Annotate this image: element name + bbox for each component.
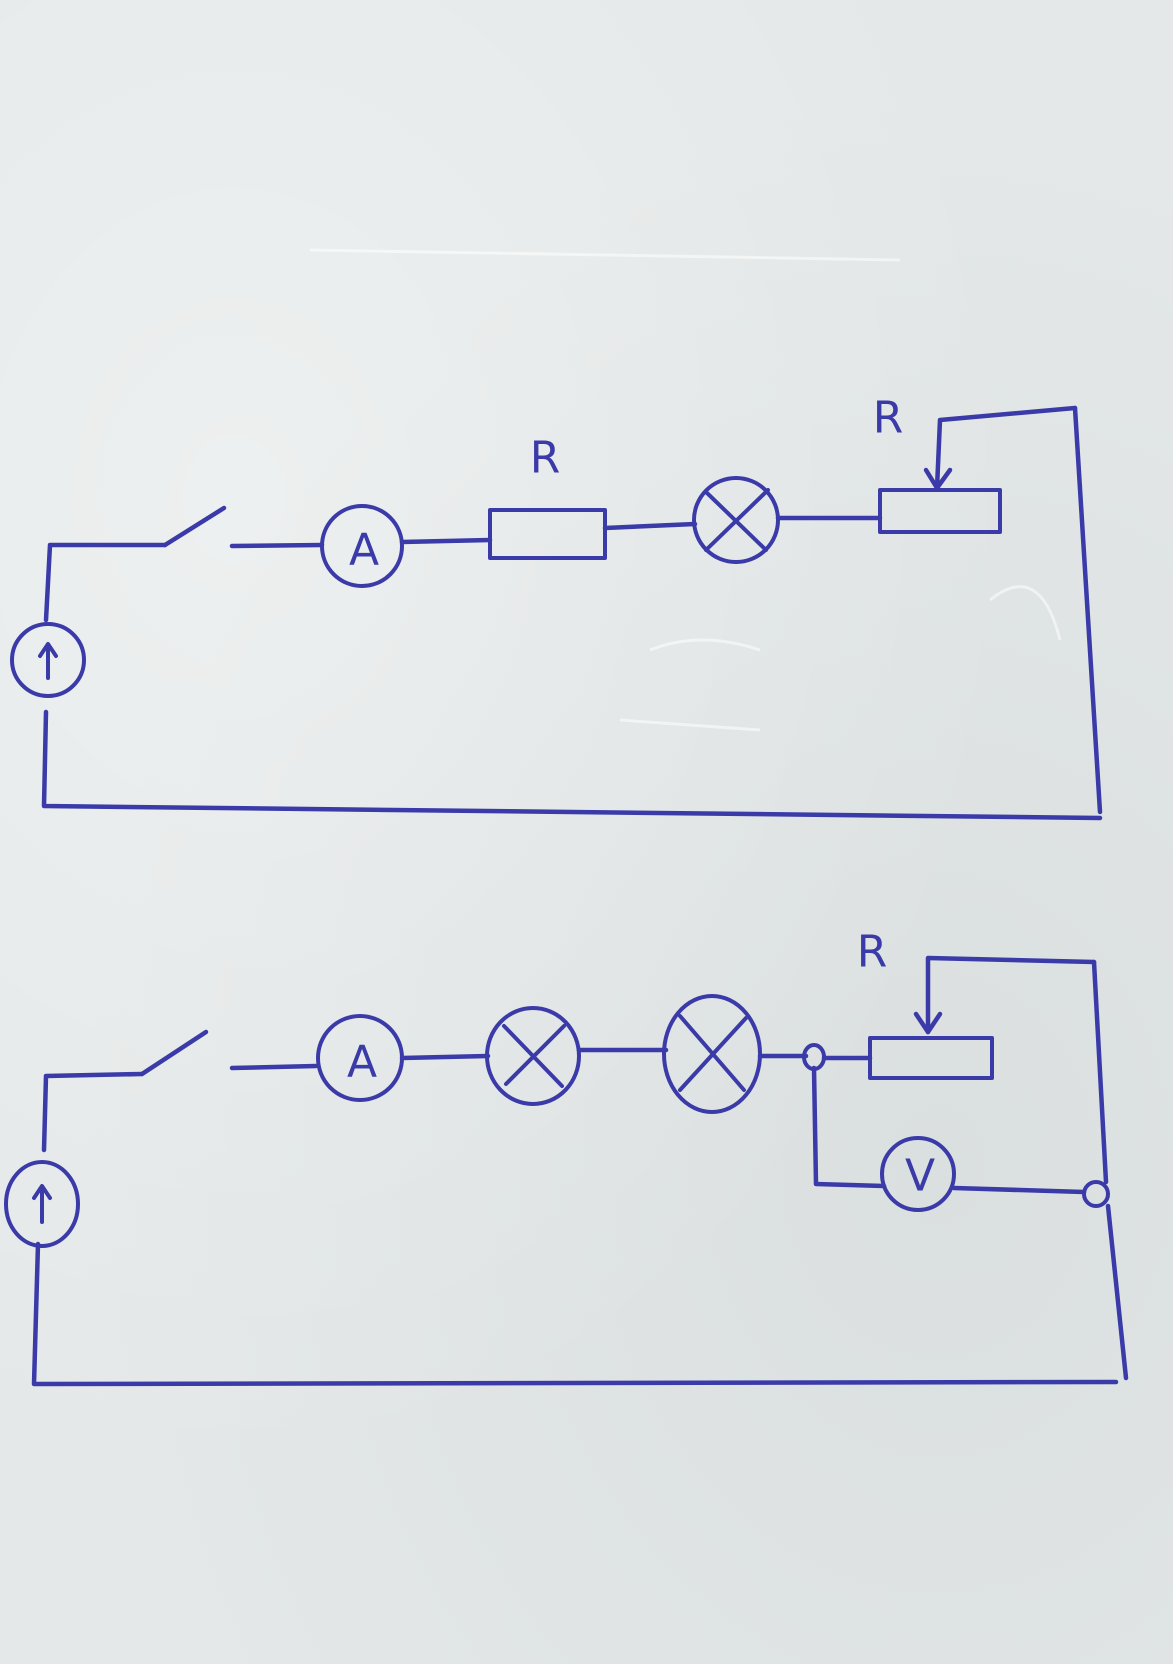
wire-bottom-left-upper [41,1071,145,1153]
rheostat-bottom-arrow-head [913,1011,943,1035]
ammeter-bottom-label: A [347,1037,377,1088]
wire-bottom-voltmeter-left [811,1065,887,1189]
wire-top-resistor-lamp [602,521,698,531]
wire-bottom-right [1091,959,1129,1381]
wire-bottom-voltmeter-right [951,1185,1087,1195]
voltmeter-bottom [880,1136,956,1212]
voltmeter-bottom-label: V [905,1151,935,1202]
wire-top-left-upper [43,542,168,623]
switch-bottom [139,1029,209,1077]
wire-top-ammeter-resistor [399,537,493,545]
resistor-top-label: R [530,433,561,484]
lamp-bottom-2 [662,994,762,1114]
wire-top-right [1072,405,1103,815]
wire-bottom-switch-ammeter [229,1063,319,1071]
rheostat-top [878,488,1002,534]
rheostat-bottom [868,1036,994,1080]
rheostat-top-arrow-head [923,467,953,491]
rheostat-top-label: R [873,393,904,444]
lamp-bottom-1 [485,1006,581,1106]
paper-emboss-marks [309,248,1062,732]
wire-top-bottom [41,709,1103,821]
source-bottom [4,1160,80,1248]
ammeter-top [320,504,404,588]
switch-top [162,505,227,548]
rheostat-bottom-label: R [857,927,888,978]
rheostat-bottom-slider [925,955,1097,1035]
ammeter-top-label: A [349,525,379,576]
resistor-top [488,508,607,560]
junction-bottom-right [1082,1180,1110,1208]
circuit-top: A R R [10,393,1103,821]
source-top [10,622,86,698]
wire-bottom-ammeter-lamp1 [399,1053,491,1061]
wire-bottom-bottom [31,1241,1119,1387]
wire-top-switch-ammeter [229,542,325,549]
lamp-top [692,476,780,564]
rheostat-top-slider [934,405,1078,491]
circuit-bottom: A R V [4,927,1129,1387]
